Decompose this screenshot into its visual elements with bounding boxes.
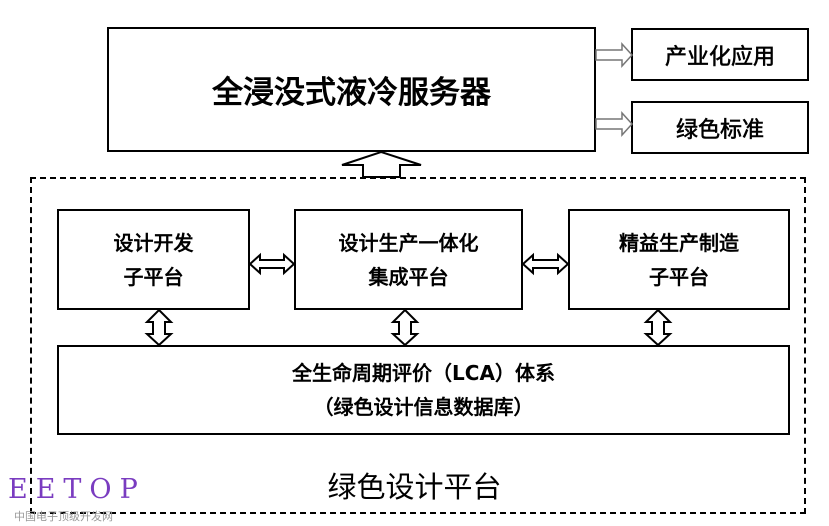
arrow-to-industrial-application-icon — [595, 42, 634, 68]
main-title: 全浸没式液冷服务器 — [212, 75, 491, 111]
double-arrow-vertical-2-icon — [390, 308, 420, 347]
arrow-to-green-standard-icon — [595, 111, 634, 137]
industrial-application-box: 产业化应用 — [631, 28, 809, 81]
design-production-integration-platform-box: 设计生产一体化 集成平台 — [294, 209, 523, 310]
double-arrow-vertical-3-icon — [643, 308, 673, 347]
output-label: 产业化应用 — [664, 44, 776, 70]
watermark-subtitle: 中国电子顶级开发网 — [14, 510, 113, 523]
green-standard-box: 绿色标准 — [631, 101, 809, 154]
box-line1: 设计开发 — [113, 230, 194, 255]
watermark-logo: EETOP — [8, 474, 146, 505]
green-design-platform-boundary — [30, 177, 806, 514]
output-label: 绿色标准 — [675, 117, 765, 143]
design-development-subplatform-box: 设计开发 子平台 — [57, 209, 250, 310]
double-arrow-horizontal-2-icon — [521, 252, 570, 276]
platform-label: 绿色设计平台 — [327, 470, 502, 504]
box-line2: 子平台 — [649, 264, 709, 289]
double-arrow-vertical-1-icon — [144, 308, 174, 347]
box-line1: 精益生产制造 — [619, 230, 739, 255]
lca-system-box: 全生命周期评价（LCA）体系 （绿色设计信息数据库） — [57, 345, 790, 435]
double-arrow-horizontal-1-icon — [248, 252, 296, 276]
up-arrow-to-server-icon — [341, 150, 422, 178]
lean-manufacturing-subplatform-box: 精益生产制造 子平台 — [568, 209, 790, 310]
box-line2: 集成平台 — [368, 264, 449, 289]
immersion-liquid-cooling-server-box: 全浸没式液冷服务器 — [107, 27, 596, 152]
box-line1: 设计生产一体化 — [338, 230, 479, 255]
box-line2: 子平台 — [123, 264, 184, 289]
box-line2: （绿色设计信息数据库） — [313, 395, 534, 419]
box-line1: 全生命周期评价（LCA）体系 — [292, 361, 555, 385]
